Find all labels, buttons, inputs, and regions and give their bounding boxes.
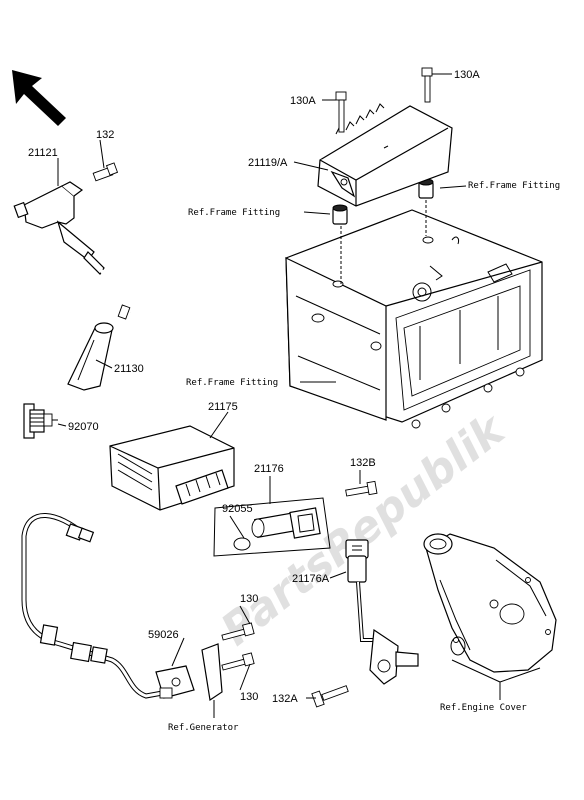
sensor-21176 bbox=[251, 507, 321, 539]
label-92070: 92070 bbox=[68, 421, 99, 433]
spark-plug-cap-21130 bbox=[67, 322, 114, 391]
label-21175: 21175 bbox=[208, 401, 238, 413]
label-59026: 59026 bbox=[148, 629, 179, 641]
bolt-132A bbox=[311, 685, 349, 708]
front-direction-arrow-icon bbox=[12, 70, 66, 126]
cdi-unit-21175 bbox=[109, 425, 235, 511]
sensor-21176A bbox=[345, 539, 419, 685]
rubber-damper-right bbox=[418, 178, 434, 199]
label-ref-engine-cover: Ref.Engine Cover bbox=[440, 703, 527, 713]
bolt-130-lower bbox=[221, 652, 255, 671]
regulator-rectifier-21119A bbox=[317, 103, 453, 207]
bolt-130-upper bbox=[221, 622, 255, 641]
label-21176: 21176 bbox=[254, 463, 284, 475]
label-ref-frame-fitting-left: Ref.Frame Fitting bbox=[188, 208, 280, 218]
label-130-lower: 130 bbox=[240, 691, 258, 703]
label-21130: 21130 bbox=[114, 363, 144, 375]
engine-cover bbox=[423, 533, 557, 673]
label-21119A: 21119/A bbox=[248, 157, 288, 169]
engine-cover-o-ring bbox=[450, 636, 466, 656]
rubber-damper-left bbox=[332, 204, 348, 225]
gear-icon bbox=[412, 265, 443, 302]
label-130A-left: 130A bbox=[290, 95, 316, 107]
o-ring-92055 bbox=[233, 537, 251, 551]
label-132-top: 132 bbox=[96, 129, 114, 141]
bracket-59026 bbox=[155, 643, 223, 702]
bolt-132B bbox=[345, 480, 378, 497]
label-21176A: 21176A bbox=[292, 573, 330, 585]
sensor-bracket-frame bbox=[213, 497, 331, 557]
bolt-130A-right bbox=[421, 67, 433, 103]
ignition-lead bbox=[98, 268, 149, 320]
label-ref-frame-fitting-bottom: Ref.Frame Fitting bbox=[186, 378, 278, 388]
leader-lines bbox=[57, 73, 541, 718]
spark-plug-92070 bbox=[23, 403, 58, 439]
label-132A: 132A bbox=[272, 693, 298, 705]
label-92055: 92055 bbox=[222, 503, 253, 515]
bolt-130A-left bbox=[335, 91, 347, 133]
label-130A-right: 130A bbox=[454, 69, 480, 81]
battery-case bbox=[285, 209, 543, 429]
label-130-upper: 130 bbox=[240, 593, 258, 605]
generator-harness bbox=[21, 513, 169, 699]
label-21121: 21121 bbox=[28, 147, 58, 159]
label-ref-frame-fitting-right: Ref.Frame Fitting bbox=[468, 181, 560, 191]
ignition-coil-21121 bbox=[13, 162, 119, 275]
label-ref-generator: Ref.Generator bbox=[168, 723, 239, 733]
label-132B: 132B bbox=[350, 457, 376, 469]
